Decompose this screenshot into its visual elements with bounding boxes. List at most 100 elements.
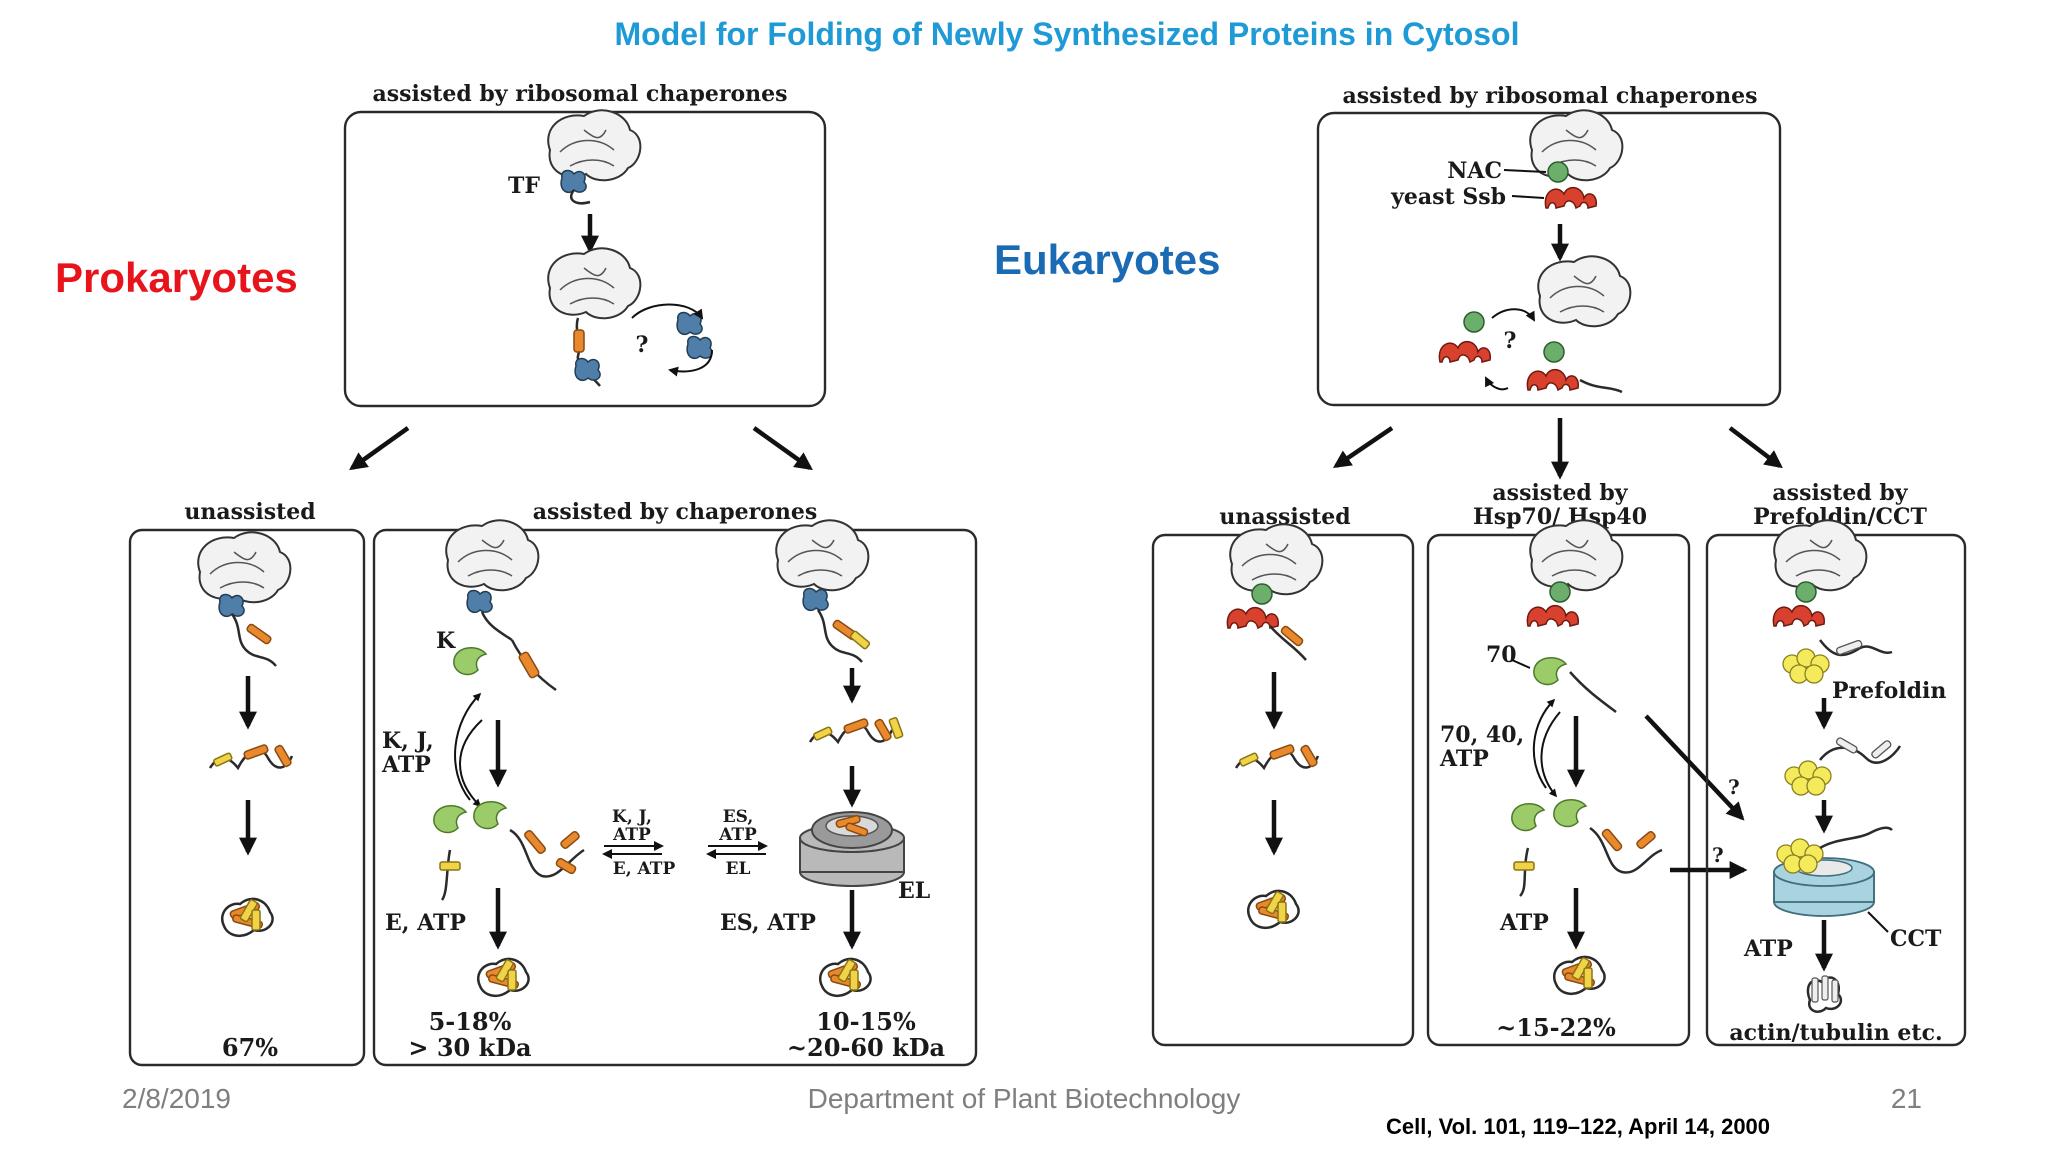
prok-as-left-tf — [466, 589, 493, 614]
euk-top-heading: assisted by ribosomal chaperones — [1342, 83, 1757, 109]
prok-kj-atp-2: ATP — [381, 752, 431, 778]
euk-7040-2: ATP — [1439, 746, 1489, 772]
prok-un-tf — [218, 593, 245, 618]
euk-unassisted-box — [1151, 533, 1415, 1047]
euk-hsp70-1 — [1533, 657, 1567, 686]
euk-hsp-ssb — [1526, 604, 1580, 627]
euk-hsp70-2 — [1511, 803, 1545, 832]
euk-split-arrow-left — [1333, 426, 1394, 469]
prok-ribosome-2 — [547, 247, 642, 320]
euk-ribosome-1 — [1529, 109, 1624, 182]
euk-cross-q2: ? — [1712, 843, 1724, 867]
eq-right-top-2: ATP — [718, 825, 757, 845]
prok-k-label: K — [436, 628, 456, 654]
euk-prefoldin-label: Prefoldin — [1832, 678, 1946, 704]
prok-split-arrow-left — [349, 426, 410, 471]
prok-right-result-2: ~20-60 kDa — [787, 1033, 945, 1062]
euk-ssb-free — [1438, 340, 1492, 363]
euk-un-folded — [1246, 889, 1300, 930]
euk-hsp70-3 — [1553, 799, 1587, 828]
prok-cycle-arrow-down — [459, 719, 483, 808]
prok-right-result-1: 10-15% — [816, 1007, 916, 1036]
euk-cross-q1: ? — [1728, 775, 1740, 799]
eq-right-bottom: EL — [726, 859, 751, 879]
euk-cct-label: CCT — [1890, 926, 1942, 952]
eq-left-top-1: K, J, — [612, 807, 652, 827]
prok-tf-blob-1 — [560, 169, 587, 194]
euk-un-ssb — [1226, 606, 1280, 629]
prok-as-right-partial — [808, 716, 894, 744]
euk-hsp-atp: ATP — [1499, 910, 1549, 936]
prok-kj-atp-1: K, J, — [382, 728, 434, 754]
prok-dnak-1 — [453, 647, 487, 676]
prok-as-right-tf — [802, 587, 829, 612]
prok-un-folded — [220, 897, 274, 938]
slide-title: Model for Folding of Newly Synthesized P… — [615, 16, 1520, 52]
prok-as-right-folded — [818, 957, 872, 998]
euk-cct-box — [1705, 533, 1967, 1047]
euk-cycle-arrow-down — [1540, 711, 1561, 798]
euk-un-partial — [1234, 742, 1320, 770]
euk-split-arrow-right — [1728, 426, 1783, 469]
eq-left-bottom: E, ATP — [613, 859, 676, 879]
euk-cycle-arrow-up — [1532, 698, 1556, 789]
citation: Cell, Vol. 101, 119–122, April 14, 2000 — [1386, 1114, 1770, 1139]
euk-cct-nac — [1795, 581, 1817, 603]
prok-unassisted-heading: unassisted — [184, 499, 315, 525]
euk-cct-result: actin/tubulin etc. — [1729, 1020, 1942, 1046]
euk-un-nac — [1251, 583, 1273, 605]
euk-hsp-nac — [1549, 581, 1571, 603]
prok-un-percent: 67% — [222, 1033, 278, 1062]
prok-top-box — [343, 110, 827, 408]
euk-ssb-2 — [1526, 368, 1580, 391]
prok-as-right-ribosome — [775, 519, 870, 592]
euk-prefoldin-2 — [1784, 760, 1832, 796]
prok-dnak-2 — [433, 805, 467, 834]
euk-nac-1 — [1547, 161, 1569, 183]
prok-tf-free-2 — [686, 335, 713, 360]
prok-tf-free-1 — [676, 311, 703, 336]
euk-cross-arrow-diag — [1644, 714, 1745, 821]
euk-prefoldin-1 — [1782, 648, 1830, 684]
prok-assisted-heading: assisted by chaperones — [533, 499, 817, 525]
euk-hsp-result: ~15-22% — [1496, 1013, 1616, 1042]
euk-ssb-1 — [1544, 186, 1598, 209]
prok-cycle-arrow-up — [454, 692, 482, 801]
euk-cct-heading-1: assisted by — [1772, 480, 1908, 506]
euk-top-box — [1316, 111, 1782, 407]
euk-cct-ribosome — [1773, 519, 1868, 592]
euk-question: ? — [1504, 328, 1517, 354]
footer-date: 2/8/2019 — [122, 1083, 231, 1114]
groel-chamber — [799, 811, 905, 887]
prokaryotes-label: Prokaryotes — [55, 254, 298, 301]
prok-un-ribosome — [197, 531, 292, 604]
prok-e-atp: E, ATP — [385, 910, 466, 936]
prok-un-partial — [208, 742, 294, 770]
euk-70-label: 70 — [1486, 642, 1517, 668]
prok-ribosome-1 — [547, 109, 642, 182]
euk-nac-label: NAC — [1447, 158, 1502, 184]
prok-assisted-box — [372, 528, 978, 1067]
euk-ssb-label: yeast Ssb — [1390, 184, 1506, 210]
euk-hsp-ribosome — [1529, 519, 1624, 592]
prok-as-left-folded — [476, 957, 530, 998]
prok-dnak-3 — [473, 801, 507, 830]
prok-split-arrow-right — [752, 426, 813, 471]
euk-nac-2 — [1543, 341, 1565, 363]
prok-top-heading: assisted by ribosomal chaperones — [372, 81, 787, 107]
euk-cct-ssb — [1772, 604, 1826, 627]
prok-as-left-ribosome — [445, 519, 540, 592]
euk-nac-free — [1463, 311, 1485, 333]
footer-page-number: 21 — [1891, 1083, 1922, 1114]
euk-hsp-heading-1: assisted by — [1492, 480, 1628, 506]
euk-cct-atp: ATP — [1743, 936, 1793, 962]
prok-left-result-2: > 30 kDa — [408, 1033, 531, 1062]
prok-question: ? — [636, 332, 649, 358]
eq-left-top-2: ATP — [612, 825, 651, 845]
prok-el: EL — [898, 878, 930, 904]
eq-right-top-1: ES, — [723, 807, 754, 827]
prok-left-result-1: 5-18% — [429, 1007, 512, 1036]
tf-label: TF — [508, 173, 540, 199]
prok-tf-blob-2 — [574, 357, 601, 382]
prok-es-atp: ES, ATP — [720, 910, 816, 936]
